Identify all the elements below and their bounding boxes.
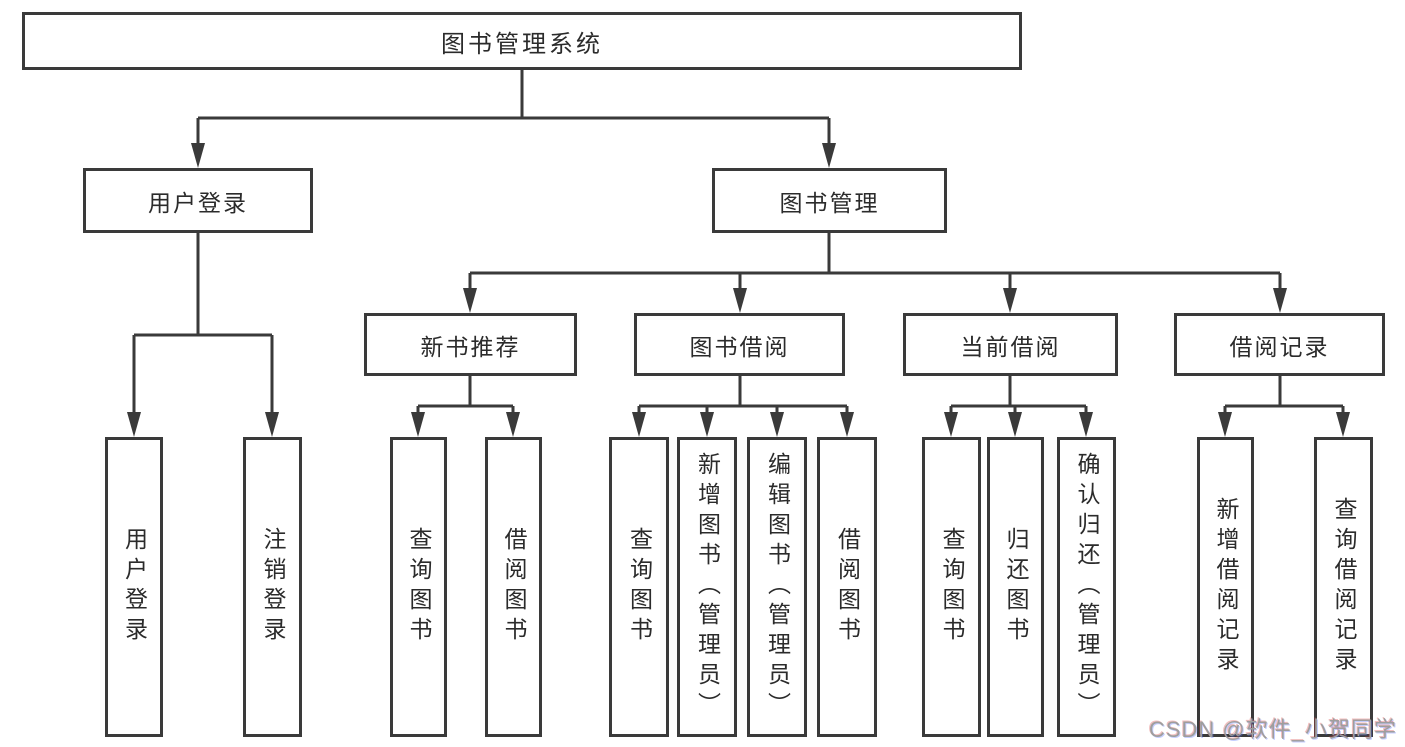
leaf-borrow-books-recommend: 借阅图书: [485, 437, 542, 737]
node-user-login: 用户登录: [83, 168, 313, 233]
leaf-add-books-admin: 新增图书（管理员）: [677, 437, 737, 737]
leaf-label: 查询图书: [626, 527, 653, 647]
leaf-label: 新增图书（管理员）: [694, 452, 721, 722]
node-current-borrowing: 当前借阅: [903, 313, 1118, 376]
node-label: 当前借阅: [960, 333, 1061, 360]
leaf-label: 编辑图书（管理员）: [764, 452, 791, 722]
leaf-label: 查询图书: [939, 527, 965, 647]
leaf-label: 查询图书: [406, 527, 432, 647]
leaf-label: 确认归还（管理员）: [1074, 452, 1100, 722]
leaf-label: 借阅图书: [501, 527, 527, 647]
leaf-query-books-current: 查询图书: [922, 437, 981, 737]
node-label: 图书管理系统: [441, 30, 603, 58]
csdn-watermark: CSDN @软件_小贺同学: [1148, 717, 1397, 742]
leaf-label: 新增借阅记录: [1213, 497, 1239, 677]
leaf-label: 用户登录: [121, 527, 148, 647]
leaf-edit-books-admin: 编辑图书（管理员）: [747, 437, 807, 737]
node-label: 新书推荐: [420, 333, 521, 360]
node-borrowing-records: 借阅记录: [1174, 313, 1385, 376]
node-library-management-system: 图书管理系统: [22, 12, 1022, 70]
leaf-query-books-borrow: 查询图书: [609, 437, 669, 737]
leaf-label: 借阅图书: [834, 527, 861, 647]
leaf-confirm-return-admin: 确认归还（管理员）: [1057, 437, 1116, 737]
leaf-label: 归还图书: [1003, 527, 1029, 647]
leaf-label: 注销登录: [260, 527, 286, 647]
node-label: 图书管理: [779, 189, 880, 216]
node-new-book-recommendation: 新书推荐: [364, 313, 577, 376]
node-book-management: 图书管理: [712, 168, 947, 233]
node-label: 借阅记录: [1229, 333, 1330, 360]
leaf-borrow-books: 借阅图书: [817, 437, 877, 737]
node-label: 图书借阅: [689, 333, 790, 360]
node-book-borrowing: 图书借阅: [634, 313, 845, 376]
leaf-user-login: 用户登录: [105, 437, 163, 737]
leaf-query-borrow-record: 查询借阅记录: [1314, 437, 1373, 737]
node-label: 用户登录: [148, 189, 248, 216]
leaf-query-books-recommend: 查询图书: [390, 437, 447, 737]
leaf-label: 查询借阅记录: [1331, 497, 1357, 677]
leaf-logout: 注销登录: [243, 437, 302, 737]
leaf-add-borrow-record: 新增借阅记录: [1197, 437, 1254, 737]
leaf-return-books: 归还图书: [987, 437, 1044, 737]
